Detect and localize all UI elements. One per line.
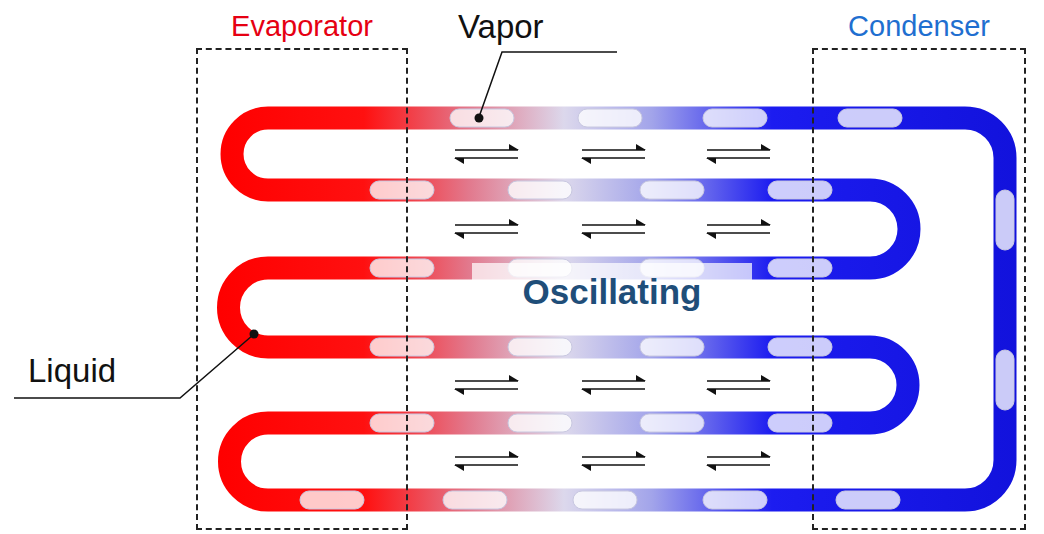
oscillation-arrow <box>707 149 770 151</box>
oscillation-arrow <box>455 388 518 390</box>
vapor-slug <box>996 350 1014 410</box>
oscillation-arrow <box>707 464 770 466</box>
oscillation-arrow <box>707 388 770 390</box>
vapor-slug <box>443 491 507 509</box>
oscillation-arrow <box>455 456 518 458</box>
oscillation-arrow <box>582 464 645 466</box>
oscillation-arrow <box>707 456 770 458</box>
vapor-slug <box>768 181 832 199</box>
oscillation-arrow <box>582 149 645 151</box>
vapor-slug <box>703 109 767 127</box>
leader-dot <box>475 114 484 123</box>
vapor-slug <box>578 109 642 127</box>
oscillation-arrow <box>455 224 518 226</box>
vapor-slug <box>370 338 434 356</box>
oscillation-arrows <box>455 150 770 465</box>
vapor-slug <box>640 338 704 356</box>
callout-label: Vapor <box>458 8 544 46</box>
vapor-slug <box>768 259 832 277</box>
leader-dot <box>250 330 259 339</box>
vapor-slug <box>370 414 434 432</box>
oscillation-arrow <box>582 388 645 390</box>
oscillation-arrow <box>582 380 645 382</box>
serpentine-tube <box>229 118 1006 500</box>
oscillation-arrow <box>455 157 518 159</box>
oscillation-arrow <box>455 380 518 382</box>
oscillation-arrow <box>707 380 770 382</box>
vapor-slug <box>450 109 514 127</box>
oscillation-arrow <box>707 232 770 234</box>
oscillation-arrow <box>582 224 645 226</box>
vapor-slug <box>640 414 704 432</box>
vapor-slug <box>996 190 1014 250</box>
oscillation-arrow <box>582 157 645 159</box>
process-label: Oscillating <box>523 272 702 312</box>
vapor-slug <box>836 491 900 509</box>
liquid-leader <box>14 335 253 398</box>
vapor-slug <box>838 109 902 127</box>
vapor-slug <box>300 491 364 509</box>
vapor-slug <box>768 338 832 356</box>
label-plate: Oscillating <box>472 263 752 321</box>
oscillation-arrow <box>582 456 645 458</box>
vapor-slug <box>703 491 767 509</box>
vapor-slug <box>768 414 832 432</box>
oscillation-arrow <box>707 157 770 159</box>
region-heading: Condenser <box>814 10 1024 43</box>
vapor-slug <box>370 259 434 277</box>
vapor-slug <box>508 181 572 199</box>
region-heading: Evaporator <box>198 10 406 43</box>
oscillation-arrow <box>455 464 518 466</box>
vapor-slug <box>573 491 637 509</box>
leader-lines <box>14 52 617 398</box>
oscillation-arrow <box>707 224 770 226</box>
oscillation-arrow <box>582 232 645 234</box>
oscillation-arrow <box>455 149 518 151</box>
region-box: Condenser <box>812 48 1026 530</box>
oscillation-arrow <box>455 232 518 234</box>
vapor-slug <box>640 181 704 199</box>
vapor-leader <box>479 52 617 117</box>
vapor-slug <box>508 338 572 356</box>
callout-label: Liquid <box>28 352 116 390</box>
vapor-slug <box>508 414 572 432</box>
region-box: Evaporator <box>196 48 408 530</box>
vapor-slug <box>370 181 434 199</box>
